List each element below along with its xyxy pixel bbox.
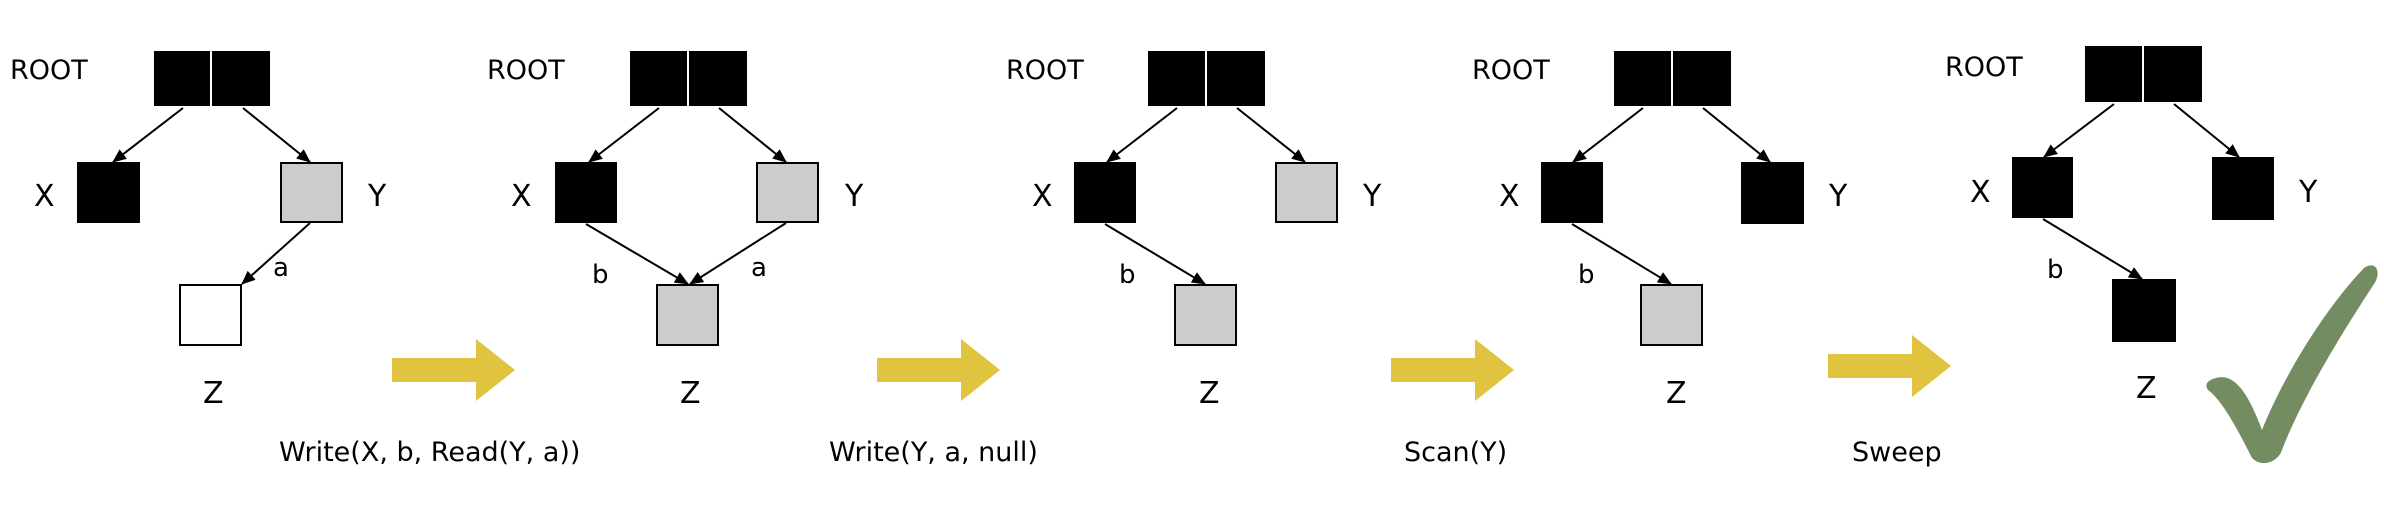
- root-node-right: [210, 49, 272, 108]
- root-node-left: [628, 49, 689, 108]
- node-z-label: Z: [1199, 376, 1220, 411]
- node-z: [179, 284, 242, 346]
- node-y: [756, 162, 819, 223]
- edge-root-x: [2043, 103, 2115, 158]
- node-y: [2212, 157, 2274, 220]
- node-y: [1275, 162, 1338, 223]
- node-x: [77, 162, 140, 223]
- root-node-right: [2142, 44, 2204, 104]
- edge-label-a: a: [273, 253, 289, 283]
- panel-3: ROOT X Y b Z: [1006, 49, 1382, 411]
- node-x-label: X: [1032, 179, 1053, 214]
- node-x: [1541, 162, 1603, 223]
- node-y: [1741, 162, 1804, 224]
- root-label: ROOT: [1945, 52, 2023, 83]
- checkmark-icon: [2206, 265, 2378, 464]
- edge-root-x: [1106, 107, 1178, 163]
- root-label: ROOT: [1472, 55, 1550, 86]
- edge-y-z: [689, 222, 787, 285]
- node-x-label: X: [511, 179, 532, 214]
- node-z: [2112, 279, 2176, 342]
- panel-4: ROOT X Y b Z: [1472, 49, 1848, 411]
- edge-y-z: [241, 222, 311, 285]
- root-node-right: [1205, 49, 1267, 108]
- root-label: ROOT: [10, 55, 88, 86]
- root-node-right: [687, 49, 749, 108]
- panel-1: ROOT X Y a Z: [10, 49, 387, 411]
- node-x-label: X: [34, 179, 55, 214]
- edge-label-b: b: [592, 260, 609, 290]
- edge-root-y: [242, 107, 311, 163]
- node-x: [1074, 162, 1136, 223]
- root-node-left: [2083, 44, 2144, 104]
- edge-x-z: [585, 223, 689, 285]
- edge-label-b: b: [1578, 260, 1595, 290]
- node-y-label: Y: [367, 179, 387, 214]
- node-x-label: X: [1970, 175, 1991, 210]
- node-y: [280, 162, 343, 223]
- arrow-right-icon: [1828, 335, 1951, 397]
- arrow-right-icon: [877, 339, 1000, 401]
- root-label: ROOT: [487, 55, 565, 86]
- edge-x-z: [1104, 223, 1206, 285]
- edge-root-x: [112, 107, 184, 163]
- edge-root-y: [718, 107, 787, 163]
- panel-2: ROOT X Y b a Z: [487, 49, 864, 411]
- node-x: [2012, 157, 2073, 218]
- root-node-left: [1146, 49, 1207, 108]
- root-node-right: [1671, 49, 1733, 108]
- step-label-2: Write(Y, a, null): [829, 437, 1038, 468]
- edge-root-y: [1236, 107, 1306, 163]
- node-z: [656, 284, 719, 346]
- step-label-3: Scan(Y): [1404, 437, 1507, 468]
- edge-root-x: [588, 107, 660, 163]
- node-z: [1640, 284, 1703, 346]
- node-y-label: Y: [1362, 179, 1382, 214]
- node-z-label: Z: [680, 376, 701, 411]
- root-node-left: [152, 49, 212, 108]
- arrow-right-icon: [1391, 339, 1514, 401]
- edge-label-b: b: [1119, 260, 1136, 290]
- edge-root-y: [2173, 103, 2240, 158]
- node-y-label: Y: [844, 179, 864, 214]
- root-node-left: [1612, 49, 1673, 108]
- step-label-1: Write(X, b, Read(Y, a)): [279, 437, 580, 468]
- edge-x-z: [1571, 223, 1672, 285]
- step-label-4: Sweep: [1852, 437, 1942, 468]
- edge-root-y: [1702, 107, 1771, 163]
- edge-root-x: [1572, 107, 1644, 163]
- node-z-label: Z: [1666, 376, 1687, 411]
- arrow-right-icon: [392, 339, 515, 401]
- edge-x-z: [2042, 218, 2143, 280]
- node-z-label: Z: [203, 376, 224, 411]
- root-label: ROOT: [1006, 55, 1084, 86]
- node-x: [555, 162, 617, 223]
- panel-5: ROOT X Y b Z: [1945, 44, 2318, 406]
- edge-label-a: a: [751, 253, 767, 283]
- edge-label-b: b: [2047, 255, 2064, 285]
- node-y-label: Y: [2298, 175, 2318, 210]
- node-x-label: X: [1499, 179, 1520, 214]
- node-z-label: Z: [2136, 371, 2157, 406]
- node-y-label: Y: [1828, 179, 1848, 214]
- node-z: [1174, 284, 1237, 346]
